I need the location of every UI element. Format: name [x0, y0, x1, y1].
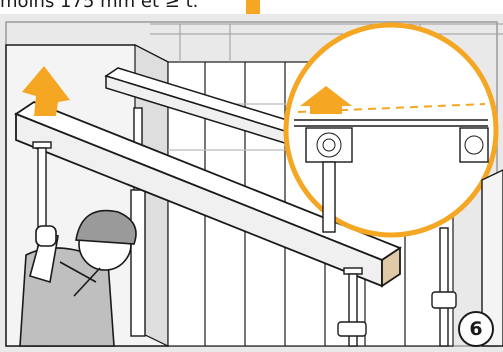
step-number-badge: 6 — [458, 311, 494, 347]
magnifier-circle — [286, 25, 496, 235]
